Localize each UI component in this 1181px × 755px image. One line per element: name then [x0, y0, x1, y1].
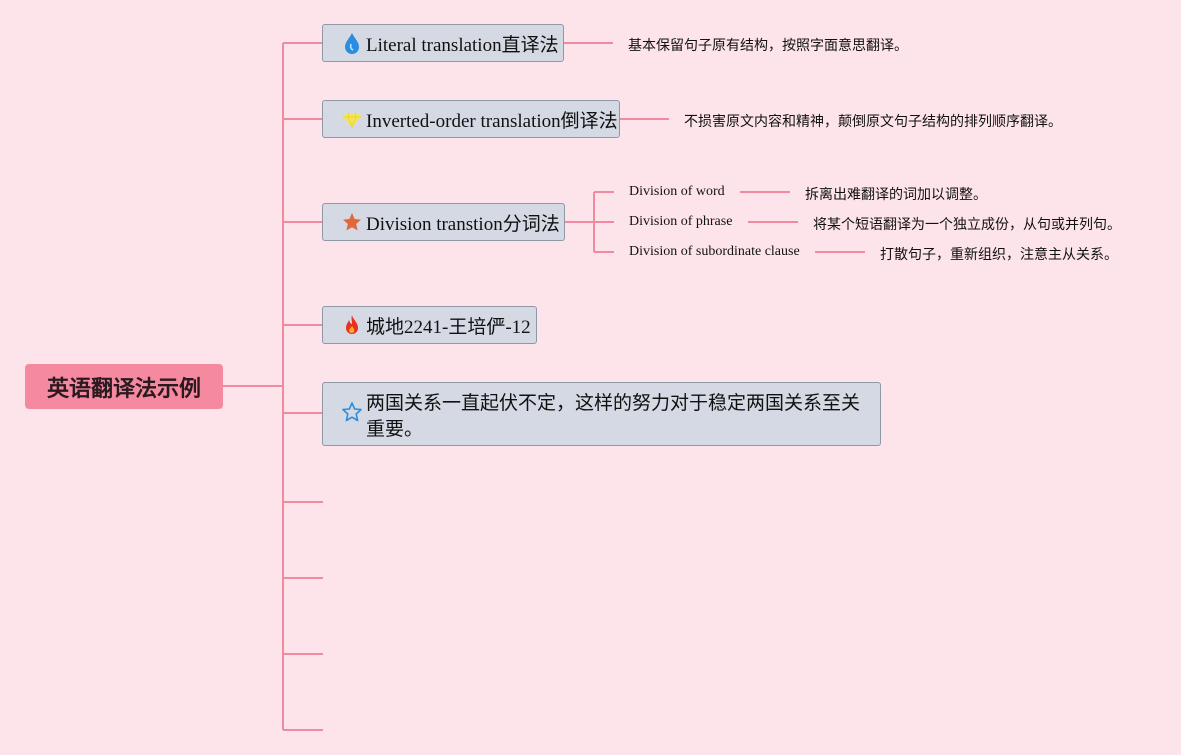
branch-inverted-order-translation[interactable]: Inverted-order translation倒译法 — [322, 100, 620, 138]
subtopic-division-of-subordinate-clause[interactable]: Division of subordinate clause — [629, 244, 800, 259]
star-outline-icon — [341, 401, 363, 423]
branch-label: Literal translation直译法 — [366, 34, 559, 56]
branch-label: Inverted-order translation倒译法 — [366, 110, 618, 132]
star-icon — [341, 211, 363, 233]
subtopic-description: 将某个短语翻译为一个独立成份，从句或并列句。 — [813, 217, 1121, 233]
subtopic-division-of-phrase[interactable]: Division of phrase — [629, 214, 733, 229]
subtopic-description: 打散句子，重新组织，注意主从关系。 — [880, 247, 1118, 263]
branch-description: 不损害原文内容和精神，颠倒原文句子结构的排列顺序翻译。 — [684, 114, 1062, 130]
subtopic-division-of-word[interactable]: Division of word — [629, 184, 725, 199]
branch-description: 基本保留句子原有结构，按照字面意思翻译。 — [628, 38, 908, 54]
root-title: 英语翻译法示例 — [46, 376, 201, 402]
branch-author[interactable]: 城地2241-王培俨-12 — [322, 306, 537, 344]
branch-label: Division transtion分词法 — [366, 213, 560, 235]
branch-label: 两国关系一直起伏不定，这样的努力对于稳定两国关系至关重要。 — [366, 393, 861, 440]
branch-literal-translation[interactable]: Literal translation直译法 — [322, 24, 564, 62]
branch-division-translation[interactable]: Division transtion分词法 — [322, 203, 565, 241]
root-topic[interactable]: 英语翻译法示例 — [25, 364, 223, 409]
fire-icon — [341, 314, 363, 336]
water-drop-icon — [341, 32, 363, 54]
branch-label: 城地2241-王培俨-12 — [366, 316, 531, 338]
diamond-icon — [341, 108, 363, 130]
subtopic-description: 拆离出难翻译的词加以调整。 — [805, 187, 987, 203]
branch-note[interactable]: 两国关系一直起伏不定，这样的努力对于稳定两国关系至关重要。 — [322, 382, 881, 446]
